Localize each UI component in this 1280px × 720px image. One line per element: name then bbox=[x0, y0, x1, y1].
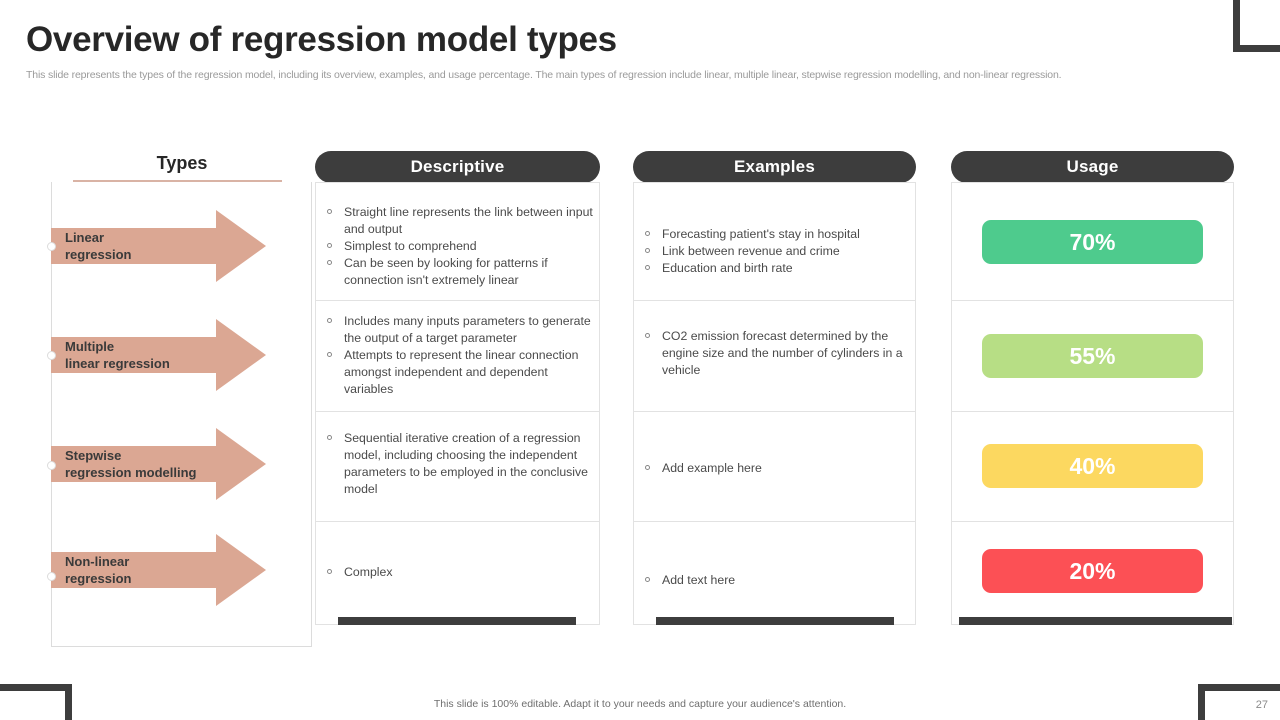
examples-cell-stepwise-regression-modelling: Add example here bbox=[644, 460, 912, 477]
bullet-list: Sequential iterative creation of a regre… bbox=[326, 430, 594, 498]
corner-decoration-bottom-right-horizontal bbox=[1198, 684, 1280, 691]
list-item: Sequential iterative creation of a regre… bbox=[326, 430, 594, 498]
arrow-shape-icon bbox=[51, 428, 266, 500]
row-divider bbox=[952, 521, 1233, 522]
list-item: Includes many inputs parameters to gener… bbox=[326, 313, 594, 347]
bullet-list: Add example here bbox=[644, 460, 912, 477]
page-title: Overview of regression model types bbox=[26, 20, 617, 59]
row-divider bbox=[634, 411, 915, 412]
descriptive-bottom-bar bbox=[338, 617, 576, 625]
bullet-list: Straight line represents the link betwee… bbox=[326, 204, 594, 289]
usage-bottom-bar bbox=[959, 617, 1232, 625]
list-item: Simplest to comprehend bbox=[326, 238, 594, 255]
descriptive-column-box bbox=[315, 182, 600, 625]
row-divider bbox=[952, 300, 1233, 301]
usage-value-non-linear-regression: 20% bbox=[1069, 557, 1116, 584]
row-divider bbox=[316, 521, 599, 522]
node-dot-linear-regression bbox=[47, 242, 56, 251]
list-item: Complex bbox=[326, 564, 594, 581]
usage-value-stepwise-regression-modelling: 40% bbox=[1069, 452, 1116, 479]
arrow-shape-icon bbox=[51, 534, 266, 606]
column-header-types: Types bbox=[156, 153, 208, 173]
type-label-stepwise-regression-modelling: Stepwise regression modelling bbox=[65, 448, 197, 480]
type-arrow-linear-regression[interactable]: Linear regression bbox=[51, 210, 266, 282]
bullet-list: Complex bbox=[326, 564, 594, 581]
list-item: CO2 emission forecast determined by the … bbox=[644, 328, 912, 379]
type-label-non-linear-regression: Non-linear regression bbox=[65, 554, 132, 586]
list-item: Link between revenue and crime bbox=[644, 243, 912, 260]
bullet-list: Includes many inputs parameters to gener… bbox=[326, 313, 594, 398]
row-divider bbox=[634, 521, 915, 522]
corner-decoration-bottom-left-horizontal bbox=[0, 684, 72, 691]
examples-cell-multiple-linear-regression: CO2 emission forecast determined by the … bbox=[644, 328, 912, 379]
column-header-descriptive-label: Descriptive bbox=[410, 157, 505, 176]
descriptive-cell-stepwise-regression-modelling: Sequential iterative creation of a regre… bbox=[326, 430, 594, 498]
corner-decoration-top-right-horizontal bbox=[1233, 45, 1280, 52]
row-divider bbox=[634, 300, 915, 301]
arrow-shape-icon bbox=[51, 319, 266, 391]
corner-decoration-bottom-right-vertical bbox=[1198, 684, 1205, 720]
node-dot-non-linear-regression bbox=[47, 572, 56, 581]
usage-bar-linear-regression: 70% bbox=[982, 220, 1203, 264]
usage-bar-non-linear-regression: 20% bbox=[982, 549, 1203, 593]
list-item: Straight line represents the link betwee… bbox=[326, 204, 594, 238]
bullet-list: Add text here bbox=[644, 572, 912, 589]
examples-column-box bbox=[633, 182, 916, 625]
page-number: 27 bbox=[1255, 699, 1268, 711]
list-item: Education and birth rate bbox=[644, 260, 912, 277]
page-subtitle: This slide represents the types of the r… bbox=[26, 69, 1062, 81]
type-label-multiple-linear-regression: Multiple linear regression bbox=[65, 339, 170, 371]
descriptive-cell-multiple-linear-regression: Includes many inputs parameters to gener… bbox=[326, 313, 594, 398]
type-arrow-non-linear-regression[interactable]: Non-linear regression bbox=[51, 534, 266, 606]
row-divider bbox=[316, 411, 599, 412]
row-divider bbox=[952, 411, 1233, 412]
descriptive-cell-non-linear-regression: Complex bbox=[326, 564, 594, 581]
row-divider bbox=[316, 300, 599, 301]
node-dot-multiple-linear-regression bbox=[47, 351, 56, 360]
usage-value-linear-regression: 70% bbox=[1069, 228, 1116, 255]
footer-note: This slide is 100% editable. Adapt it to… bbox=[433, 698, 847, 710]
usage-bar-stepwise-regression-modelling: 40% bbox=[982, 444, 1203, 488]
column-header-descriptive: Descriptive bbox=[315, 151, 600, 195]
column-header-examples: Examples bbox=[633, 151, 916, 195]
column-header-usage: Usage bbox=[951, 151, 1234, 195]
list-item: Add example here bbox=[644, 460, 912, 477]
examples-bottom-bar bbox=[656, 617, 894, 625]
examples-cell-non-linear-regression: Add text here bbox=[644, 572, 912, 589]
column-header-examples-label: Examples bbox=[734, 157, 815, 176]
descriptive-cell-linear-regression: Straight line represents the link betwee… bbox=[326, 204, 594, 289]
usage-value-multiple-linear-regression: 55% bbox=[1069, 342, 1116, 369]
list-item: Can be seen by looking for patterns if c… bbox=[326, 255, 594, 289]
list-item: Add text here bbox=[644, 572, 912, 589]
list-item: Attempts to represent the linear connect… bbox=[326, 347, 594, 398]
bullet-list: CO2 emission forecast determined by the … bbox=[644, 328, 912, 379]
type-arrow-multiple-linear-regression[interactable]: Multiple linear regression bbox=[51, 319, 266, 391]
bullet-list: Forecasting patient's stay in hospital L… bbox=[644, 226, 912, 277]
type-label-linear-regression: Linear regression bbox=[65, 230, 132, 262]
corner-decoration-bottom-left-vertical bbox=[65, 684, 72, 720]
arrow-shape-icon bbox=[51, 210, 266, 282]
usage-bar-multiple-linear-regression: 55% bbox=[982, 334, 1203, 378]
examples-cell-linear-regression: Forecasting patient's stay in hospital L… bbox=[644, 226, 912, 277]
column-header-usage-label: Usage bbox=[1066, 157, 1119, 176]
node-dot-stepwise-regression-modelling bbox=[47, 461, 56, 470]
type-arrow-stepwise-regression-modelling[interactable]: Stepwise regression modelling bbox=[51, 428, 266, 500]
corner-decoration-top-right-vertical bbox=[1233, 0, 1240, 52]
list-item: Forecasting patient's stay in hospital bbox=[644, 226, 912, 243]
